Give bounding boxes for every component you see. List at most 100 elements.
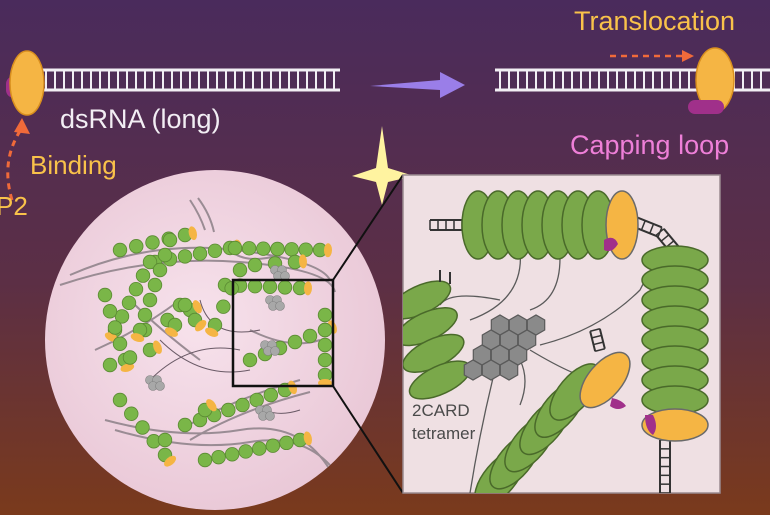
helicase-subunit: [270, 241, 285, 257]
ctd-cap: [188, 226, 197, 241]
rna-base-pair: [594, 348, 606, 352]
tetramer-label-line2: tetramer: [412, 424, 476, 443]
helicase-subunit: [211, 449, 226, 465]
card-domain: [499, 359, 519, 381]
rna-base-pair: [655, 228, 665, 236]
helicase-subunit: [152, 262, 168, 278]
rna-strand: [189, 199, 206, 231]
helicase-subunit: [147, 277, 163, 293]
helicase-subunit: [142, 254, 158, 270]
helicase-subunit: [277, 280, 293, 295]
filament-network: [59, 197, 341, 479]
ctd-cap: [194, 319, 207, 332]
ctd-cap: [303, 431, 312, 446]
helicase-subunit: [192, 246, 208, 261]
helicase-subunit: [114, 309, 130, 324]
rna-base-pair: [593, 341, 604, 346]
helicase-subunit: [247, 257, 263, 273]
helicase-subunit: [177, 417, 193, 433]
capping-loop-label: Capping loop: [570, 130, 730, 160]
helicase-subunit: [263, 387, 279, 403]
ctd-cap: [164, 327, 178, 337]
rna-base-pair: [660, 234, 670, 242]
binding-label: Binding: [30, 150, 117, 180]
ctd-cap: [303, 281, 313, 296]
rna-base-pair: [640, 220, 646, 231]
helicase-subunit: [238, 444, 253, 459]
helicase-subunit: [224, 447, 240, 462]
helicase-subunit: [216, 299, 231, 314]
helicase-subunit: [112, 242, 128, 258]
rig-protein-translocated: [688, 47, 735, 114]
helicase-subunit: [235, 397, 250, 413]
helicase-subunit: [279, 435, 294, 451]
helicase-subunit: [302, 328, 318, 344]
protein-fragment-label: P2: [0, 191, 28, 221]
helicase-subunit: [177, 297, 193, 313]
helicase-subunit: [122, 350, 138, 365]
ctd-cap: [288, 380, 297, 395]
helicase-subunit: [102, 304, 118, 319]
helicase-subunit: [298, 242, 314, 257]
helicase-subunit: [247, 279, 263, 294]
helicase-subunit: [252, 441, 267, 456]
rna-strand: [663, 228, 680, 248]
binding-arrowhead: [14, 118, 30, 134]
card-linker: [529, 257, 561, 311]
ctd-cap: [298, 254, 308, 269]
rna-base-pair: [649, 223, 655, 234]
helicase-subunit: [135, 268, 151, 283]
capping-loop: [604, 237, 618, 252]
transition-arrow: [370, 72, 465, 98]
helicase-subunit: [287, 334, 303, 350]
translocation-label: Translocation: [574, 6, 736, 36]
helicase-subunit: [317, 337, 333, 353]
helicase-subunit: [128, 282, 144, 297]
helicase-subunit: [124, 406, 139, 421]
zoom-line-top: [332, 174, 404, 281]
helicase-subunit: [129, 239, 144, 254]
rna-strand: [197, 197, 215, 233]
inset-detail: [403, 190, 709, 493]
helicase-subunit: [227, 240, 243, 256]
helicase-subunit: [221, 402, 236, 418]
helicase-subunit: [135, 420, 150, 435]
rna-strand: [129, 299, 201, 361]
helicase-subunit: [284, 242, 299, 257]
card-domain: [463, 359, 483, 381]
helicase-subunit: [157, 432, 173, 448]
rna-strand: [189, 391, 311, 441]
helicase-subunit: [242, 352, 258, 368]
rna-strand: [598, 328, 606, 350]
rig-protein-left: [6, 50, 45, 116]
helicase-subunit: [241, 241, 257, 256]
card-domain: [270, 346, 280, 356]
rna-base-pair: [591, 334, 602, 339]
helicase-subunit: [162, 232, 178, 248]
capping-loop: [645, 415, 656, 435]
card-domain: [155, 381, 165, 391]
ctd-cap: [206, 399, 217, 412]
rna-strand: [589, 330, 597, 352]
helicase-subunit: [249, 392, 264, 408]
helicase-subunit: [177, 249, 193, 264]
helicase-subunit: [97, 287, 113, 303]
dsrna-label: dsRNA (long): [60, 104, 221, 134]
helicase-subunit: [317, 307, 333, 323]
capping-loop: [610, 398, 626, 409]
helicase-subunit: [262, 279, 278, 295]
helicase-subunit: [224, 281, 239, 296]
ctd-cap: [205, 327, 219, 337]
helicase-subunit: [142, 292, 158, 308]
helicase-subunit: [137, 307, 153, 323]
ctd-cap: [130, 333, 145, 342]
ctd-cap: [579, 351, 631, 409]
rna-strand: [636, 216, 663, 229]
rna-base-pair: [589, 328, 601, 332]
card-domain: [275, 301, 285, 311]
card-linker: [149, 347, 241, 381]
zoom-box: [231, 278, 335, 388]
ctd-cap: [153, 340, 162, 354]
helicase-subunit: [107, 320, 123, 335]
helicase-subunit: [232, 262, 248, 278]
